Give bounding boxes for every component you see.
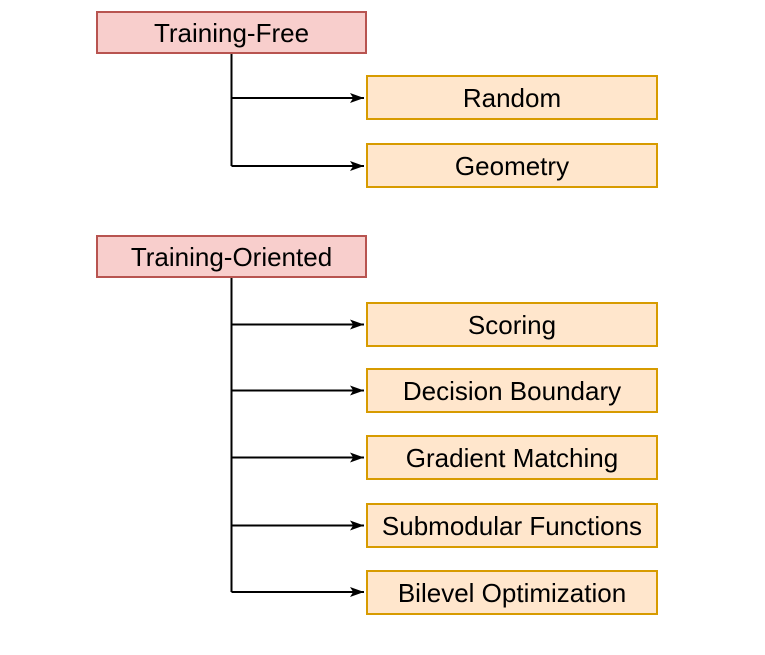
node-training-oriented-label: Training-Oriented [130,241,333,272]
node-bilevel-optimization: Bilevel Optimization [366,570,658,615]
node-submodular-functions: Submodular Functions [366,503,658,548]
node-training-oriented: Training-Oriented [96,235,367,278]
node-random-label: Random [462,82,562,113]
node-scoring: Scoring [366,302,658,347]
node-geometry-label: Geometry [454,150,570,181]
node-training-free-label: Training-Free [153,17,310,48]
node-bilevel-optimization-label: Bilevel Optimization [397,577,627,608]
node-gradient-matching-label: Gradient Matching [405,442,619,473]
node-training-free: Training-Free [96,11,367,54]
node-submodular-functions-label: Submodular Functions [381,510,643,541]
node-decision-boundary: Decision Boundary [366,368,658,413]
node-decision-boundary-label: Decision Boundary [402,375,622,406]
node-random: Random [366,75,658,120]
node-gradient-matching: Gradient Matching [366,435,658,480]
node-scoring-label: Scoring [467,309,557,340]
node-geometry: Geometry [366,143,658,188]
